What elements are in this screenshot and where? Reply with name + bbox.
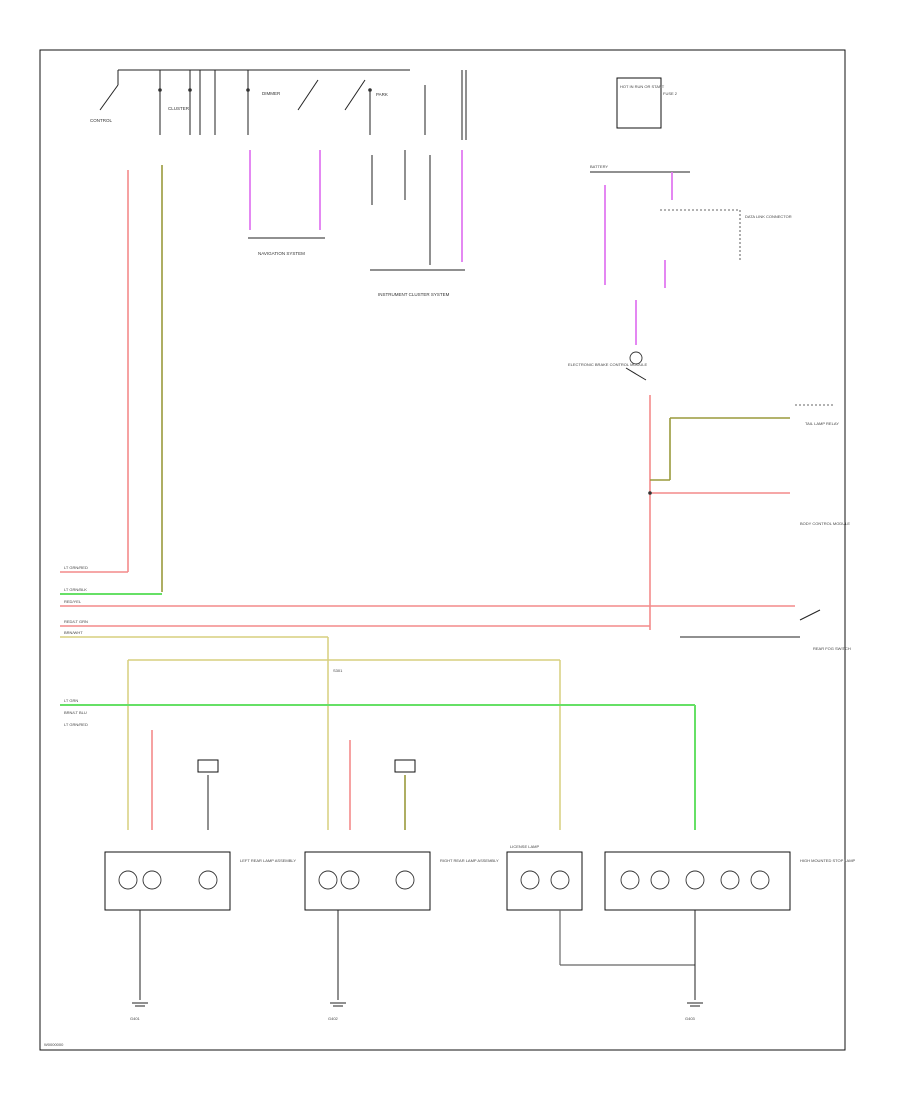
top-label-dimmer: DIMMER [262, 91, 281, 96]
right-rear-lamp-assembly [304, 851, 431, 1000]
wire-label-3: RED/YEL [64, 599, 82, 604]
ground-g402 [330, 1002, 346, 1007]
navigation-drops [248, 150, 325, 239]
battery-feed [590, 171, 741, 345]
ground-label-g402: G402 [328, 1016, 339, 1021]
license-lamp-label: LICENSE LAMP [510, 844, 539, 849]
navigation-system-label: NAVIGATION SYSTEM [258, 251, 305, 256]
wire-label-6: LT GRN [64, 698, 78, 703]
wire-label-7: BRN/LT BLU [64, 710, 87, 715]
left-rear-lamp-label: LEFT REAR LAMP ASSEMBLY [240, 858, 296, 863]
wire-label-5: BRN/WHT [64, 630, 83, 635]
top-label-control: CONTROL [90, 118, 112, 123]
wire-label-4: RED/LT GRN [64, 619, 88, 624]
top-label-park: PARK [376, 92, 388, 97]
splice-label: S301 [333, 668, 343, 673]
battery-label: BATTERY [590, 164, 608, 169]
tail-lamp-relay-label: TAIL LAMP RELAY [805, 421, 839, 426]
ground-g401 [132, 1002, 148, 1007]
right-rear-lamp-label: RIGHT REAR LAMP ASSEMBLY [440, 858, 499, 863]
footer-code: W0000000 [44, 1042, 64, 1047]
instrument-cluster-label: INSTRUMENT CLUSTER SYSTEM [378, 292, 450, 297]
ground-g403 [687, 1002, 703, 1007]
lamp-feed-loop [60, 659, 696, 830]
left-rear-lamp-assembly [104, 851, 231, 1000]
ground-label-g403: G403 [685, 1016, 696, 1021]
bcm-label: BODY CONTROL MODULE [800, 521, 850, 526]
wire-label-2: LT GRN/BLK [64, 587, 87, 592]
fuse-block: HOT IN RUN OR START FUSE 2 [616, 77, 678, 129]
high-mount-label: HIGH MOUNTED STOP LAMP [800, 858, 856, 863]
diagram-border [39, 49, 846, 1051]
high-mounted-stop-lamp [604, 851, 791, 1000]
top-label-cluster: CLUSTER [168, 106, 190, 111]
svg-text:FUSE 2: FUSE 2 [663, 91, 678, 96]
svg-text:HOT IN RUN OR START: HOT IN RUN OR START [620, 84, 665, 89]
wire-label-1: LT GRN/RED [64, 565, 88, 570]
main-buses [60, 165, 821, 830]
front-fog-switch-label: REAR FOG SWITCH [813, 646, 851, 651]
data-link-label: DATA LINK CONNECTOR [745, 214, 792, 219]
top-switch-bus [99, 69, 467, 140]
ebcm-label: ELECTRONIC BRAKE CONTROL MODULE [568, 362, 648, 367]
ground-label-g401: G401 [130, 1016, 141, 1021]
wire-label-8: LT GRN/RED [64, 722, 88, 727]
cluster-drops [370, 150, 465, 271]
tail-relay-branch [648, 395, 835, 630]
license-lamp [506, 851, 695, 966]
ebcm-symbol [625, 351, 647, 381]
